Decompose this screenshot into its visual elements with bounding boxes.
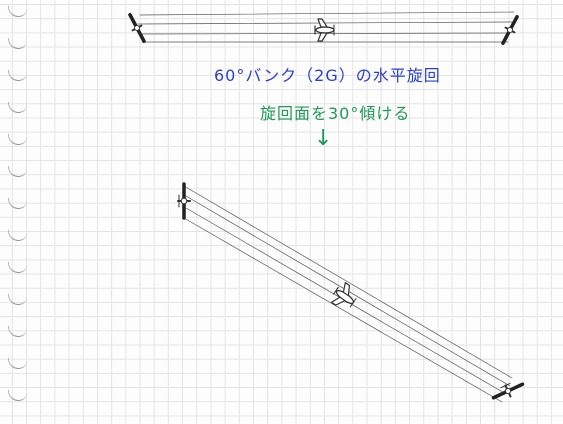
binder-ring-icon	[8, 6, 27, 17]
airplane-icon	[330, 281, 357, 308]
binder-ring-icon	[8, 198, 27, 209]
airplane-icon	[128, 13, 146, 43]
binder-ring-icon	[8, 102, 27, 113]
binder-ring-icon	[8, 166, 27, 177]
airplane-icon	[501, 15, 519, 45]
tilted-turn-sketch	[177, 182, 525, 403]
level-turn-caption: 60°バンク（2G）の水平旋回	[214, 66, 441, 85]
binder-ring-icon	[8, 230, 27, 241]
binder-rings	[0, 0, 34, 424]
level-turn-sketch	[128, 11, 519, 45]
binder-ring-icon	[8, 326, 27, 337]
binder-ring-icon	[8, 294, 27, 305]
binder-ring-icon	[8, 390, 27, 401]
binder-ring-icon	[8, 358, 27, 369]
binder-ring-icon	[8, 134, 27, 145]
binder-ring-icon	[8, 70, 27, 81]
tilt-caption: 旋回面を30°傾ける	[260, 104, 411, 123]
binder-ring-icon	[8, 38, 27, 49]
down-arrow-icon: ↓	[314, 126, 333, 151]
airplane-icon	[177, 182, 191, 220]
binder-ring-icon	[8, 262, 27, 273]
airplane-icon	[491, 382, 525, 400]
airplane-icon	[314, 18, 335, 42]
